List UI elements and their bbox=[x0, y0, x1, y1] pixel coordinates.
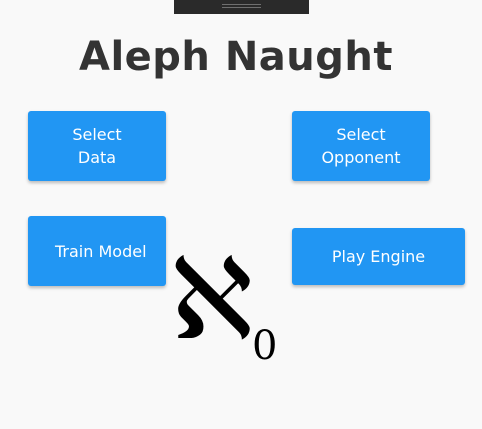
app-title: Aleph Naught bbox=[78, 34, 393, 80]
aleph-naught-logo: ℵ 0 bbox=[170, 244, 277, 366]
select-data-label-line1: Select bbox=[72, 125, 122, 144]
grip-line bbox=[222, 4, 261, 5]
naught-subscript: 0 bbox=[252, 323, 278, 369]
play-engine-label: Play Engine bbox=[331, 247, 426, 266]
train-model-label: Train Model bbox=[55, 241, 147, 261]
select-data-button[interactable]: Select Data bbox=[28, 111, 166, 181]
train-model-button[interactable]: Train Model bbox=[28, 216, 166, 286]
select-opponent-label-line1: Select bbox=[336, 125, 386, 144]
aleph-symbol: ℵ bbox=[170, 235, 254, 365]
play-engine-button[interactable]: Play Engine bbox=[292, 228, 465, 285]
select-data-label-line2: Data bbox=[77, 148, 117, 167]
grip-line bbox=[222, 7, 261, 8]
select-opponent-button[interactable]: Select Opponent bbox=[292, 111, 430, 181]
window-drag-handle[interactable] bbox=[174, 0, 309, 14]
select-opponent-label-line2: Opponent bbox=[321, 148, 401, 167]
